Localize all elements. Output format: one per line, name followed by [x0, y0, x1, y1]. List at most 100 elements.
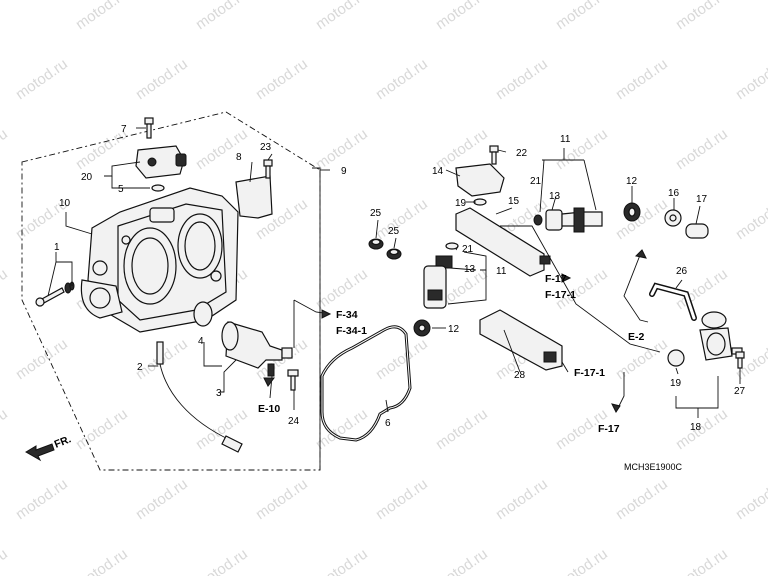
leader-lines	[47, 127, 741, 418]
callout-13a: 13	[549, 191, 561, 202]
watermark-text: motod.ru	[433, 0, 491, 33]
watermark-text: motod.ru	[133, 475, 191, 523]
watermark-text: motod.ru	[133, 55, 191, 103]
grommet-25a	[368, 238, 384, 250]
front-label: FR.	[53, 433, 73, 450]
ref-f17b: F-17	[598, 423, 620, 435]
watermark-text: motod.ru	[0, 265, 11, 313]
watermark-text: motod.ru	[673, 405, 731, 453]
watermark-text: motod.ru	[373, 475, 431, 523]
watermark-text: motod.ru	[73, 0, 131, 33]
callout-22: 22	[516, 148, 528, 159]
ref-e2: E-2	[628, 331, 645, 343]
ref-e10: E-10	[258, 403, 280, 415]
watermark-text: motod.ru	[373, 335, 431, 383]
watermark-text: motod.ru	[313, 0, 371, 33]
o-ring-5	[151, 184, 165, 192]
reference-labels: F-34 F-34-1 E-10 F-17 F-17-1 E-2 F-17-1 …	[258, 273, 645, 435]
watermark-text: motod.ru	[613, 195, 671, 243]
watermark-text: motod.ru	[673, 125, 731, 173]
idle-valve-3	[193, 301, 293, 377]
ref-f17-1a: F-17-1	[545, 289, 576, 301]
watermark-text: motod.ru	[13, 55, 71, 103]
callout-26: 26	[676, 266, 688, 277]
fuel-rail-15	[455, 207, 545, 277]
watermark-text: motod.ru	[553, 545, 611, 576]
callout-17: 17	[696, 194, 708, 205]
watermark-text: motod.ru	[373, 195, 431, 243]
watermark-text: motod.ru	[613, 55, 671, 103]
rail-28-fitting	[543, 351, 557, 363]
watermark-text: motod.ru	[313, 265, 371, 313]
callout-9: 9	[341, 166, 347, 177]
map-sensor	[135, 145, 187, 179]
sensor-cable-2	[156, 341, 243, 453]
callout-12a: 12	[626, 176, 638, 187]
watermark-text: motod.ru	[673, 545, 731, 576]
watermark-text: motod.ru	[0, 405, 11, 453]
cap-12a	[623, 202, 641, 222]
callout-13b: 13	[464, 264, 476, 275]
throttle-body	[80, 187, 239, 333]
grommet-25b	[386, 248, 402, 260]
callout-24: 24	[288, 416, 300, 427]
watermark-text: motod.ru	[733, 475, 768, 523]
callout-27: 27	[734, 386, 746, 397]
watermark-text: motod.ru	[433, 545, 491, 576]
watermark-text: motod.ru	[673, 0, 731, 33]
callout-16: 16	[668, 188, 680, 199]
watermark-text: motod.ru	[733, 55, 768, 103]
watermark-text: motod.ru	[253, 475, 311, 523]
callout-14: 14	[432, 166, 444, 177]
ref-f17-1b: F-17-1	[574, 367, 605, 379]
watermark-text: motod.ru	[613, 475, 671, 523]
watermark-text: motod.ru	[433, 405, 491, 453]
cap-12b	[413, 319, 431, 337]
injector-upper	[533, 207, 603, 233]
callout-3: 3	[216, 388, 222, 399]
watermark-text: motod.ru	[313, 545, 371, 576]
watermark-text: motod.ru	[733, 195, 768, 243]
callout-2: 2	[137, 362, 143, 373]
callout-15: 15	[508, 196, 520, 207]
screw-set-1	[35, 281, 75, 307]
callout-18: 18	[690, 422, 702, 433]
callout-19a: 19	[455, 198, 467, 209]
bolt-22	[489, 145, 499, 165]
callout-5: 5	[118, 184, 124, 195]
bracket-9	[312, 167, 321, 470]
diagram-code: MCH3E1900C	[624, 462, 683, 472]
callout-28: 28	[514, 370, 526, 381]
ref-f34-1: F-34-1	[336, 325, 367, 337]
callout-6: 6	[385, 418, 391, 429]
callout-4: 4	[198, 336, 204, 347]
watermark-text: motod.ru	[193, 0, 251, 33]
callout-7: 7	[121, 124, 127, 135]
watermark-text: motod.ru	[0, 545, 11, 576]
callout-11b: 11	[496, 266, 507, 277]
watermark-text: motod.ru	[253, 55, 311, 103]
callout-21a: 21	[530, 176, 542, 187]
watermark-text: motod.ru	[193, 125, 251, 173]
callout-21b: 21	[462, 244, 474, 255]
watermark-text: motod.ru	[0, 0, 11, 33]
callout-10: 10	[59, 198, 71, 209]
bolt-24	[287, 369, 299, 391]
cover-14	[455, 163, 505, 197]
watermark-text: motod.ru	[373, 55, 431, 103]
ref-f34: F-34	[336, 309, 358, 321]
callout-19b: 19	[670, 378, 682, 389]
reference-arrows	[263, 249, 647, 413]
callout-1: 1	[54, 242, 60, 253]
callout-8: 8	[236, 152, 242, 163]
callout-20: 20	[81, 172, 93, 183]
watermark-text: motod.ru	[13, 475, 71, 523]
callout-11a: 11	[560, 134, 571, 145]
watermark-text: motod.ru	[553, 125, 611, 173]
callouts: 1 2 3 4 5 6 7 8 9 10 11 11 12 12 13 13 1…	[54, 124, 746, 433]
watermark-text: motod.ru	[193, 405, 251, 453]
o-ring-19b	[667, 349, 685, 367]
fuel-rail-28	[479, 309, 563, 371]
watermark-text: motod.ru	[193, 545, 251, 576]
